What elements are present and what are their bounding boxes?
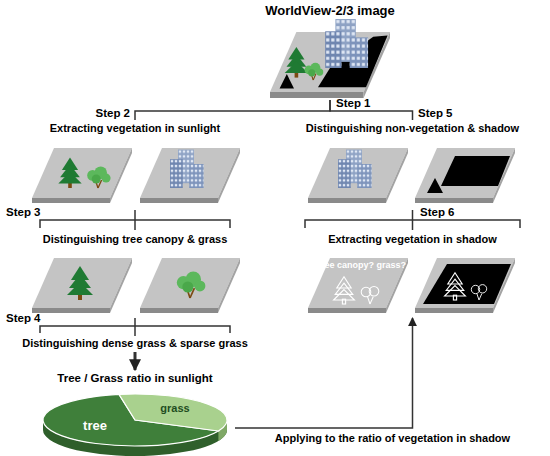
- step-group: Extracting vegetation in sunlight: [15, 120, 255, 210]
- tree-shadow: [280, 74, 294, 88]
- ground-panel: [308, 148, 408, 203]
- grass-symbol: [87, 166, 110, 188]
- tree-symbol: [285, 47, 308, 78]
- pie-slice-label: grass: [150, 402, 200, 415]
- step-label: Step 3: [6, 206, 56, 220]
- tree-shadow: [427, 178, 443, 193]
- source-image: [270, 19, 390, 98]
- panel-caption: tree canopy? grass?: [318, 260, 413, 271]
- flow-arrow: [235, 318, 413, 428]
- step-label: Step 2: [80, 107, 130, 121]
- step-group: Distinguishing dense grass & sparse gras…: [0, 336, 270, 352]
- ratio-pie: [43, 394, 227, 456]
- ground-panel: [32, 258, 132, 313]
- tree-symbol: [58, 157, 81, 188]
- pie-chart: Tree / Grass ratio in sunlight tree grass: [35, 370, 235, 456]
- tree-outline-symbol: [334, 277, 355, 304]
- step-connector: [412, 210, 414, 230]
- building-panel: [308, 148, 408, 203]
- step-label: Step 5: [418, 107, 468, 121]
- tree-symbol: [67, 266, 93, 300]
- step-group: Distinguishing tree canopy & grass: [15, 230, 255, 318]
- building-symbol: [338, 150, 372, 188]
- step-connector: [134, 318, 136, 336]
- ground-panel: [32, 148, 132, 203]
- shadow-area: [423, 264, 511, 304]
- ground-panel: [140, 258, 240, 313]
- flow-arrow: [134, 352, 137, 370]
- step-heading: Extracting vegetation in shadow: [280, 233, 545, 246]
- source-image-group: WorldView-2/3 image: [255, 0, 405, 100]
- tree-panel: [32, 258, 132, 313]
- grass-symbol: [305, 63, 324, 80]
- step-label: Step 4: [6, 312, 56, 326]
- grass-outline-symbol: [361, 286, 379, 304]
- grass-symbol: [177, 272, 206, 298]
- ground-panel: [415, 258, 515, 313]
- shadow-area: [441, 156, 510, 186]
- flow-label: Applying to the ratio of vegetation in s…: [240, 432, 545, 445]
- grass-slice: [119, 394, 227, 431]
- grass-outline-symbol: [471, 285, 486, 300]
- image-title: WorldView-2/3 image: [255, 3, 405, 19]
- shadow-panel: [415, 148, 515, 203]
- building-panel: [140, 148, 240, 203]
- step-connector: [134, 210, 136, 230]
- step-label: Step 6: [420, 206, 470, 220]
- step-heading: Distinguishing dense grass & sparse gras…: [0, 337, 270, 350]
- step-group: Distinguishing non-vegetation & shadow: [280, 120, 545, 210]
- tree-outline-symbol: [445, 273, 466, 300]
- building-symbol: [325, 19, 368, 68]
- step-connector: [135, 100, 330, 120]
- step-label: Step 1: [336, 97, 386, 111]
- shadow-vegetation-panel: [415, 258, 515, 313]
- vegetation-panel: [32, 148, 132, 203]
- pie-title: Tree / Grass ratio in sunlight: [35, 372, 235, 386]
- ground-panel: [140, 148, 240, 203]
- building-symbol: [170, 150, 204, 188]
- step-heading: Extracting vegetation in sunlight: [15, 122, 255, 135]
- pie-slice-label: tree: [70, 418, 120, 434]
- step-heading: Distinguishing non-vegetation & shadow: [280, 122, 545, 135]
- step-group: Extracting vegetation in shadow tree cano…: [280, 230, 545, 318]
- grass-panel: [140, 258, 240, 313]
- ground-panel: [415, 148, 515, 203]
- step-heading: Distinguishing tree canopy & grass: [15, 233, 255, 246]
